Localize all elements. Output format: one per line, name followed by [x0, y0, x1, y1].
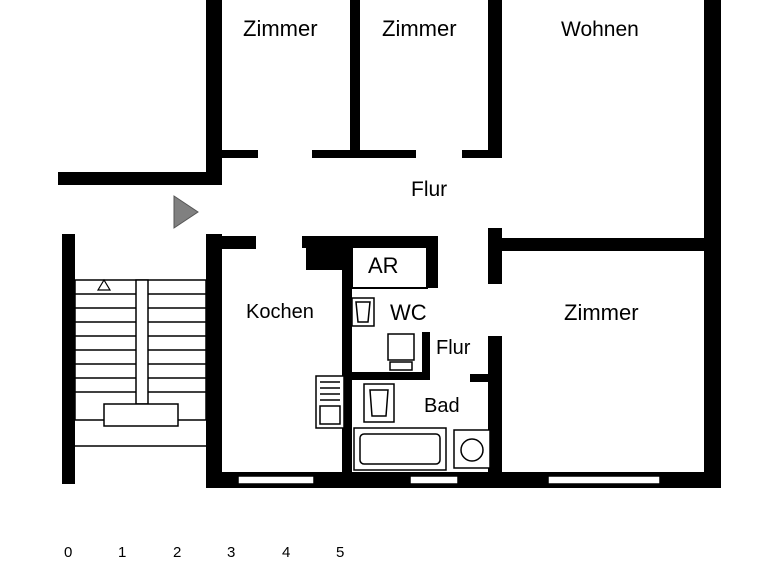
scale-label-0: 0 — [64, 544, 73, 561]
wall-entry-top — [58, 172, 222, 185]
window-zimmer — [547, 475, 661, 485]
wall-core-block — [306, 236, 346, 270]
wall-stair-left — [62, 234, 75, 484]
staircase — [74, 278, 207, 447]
wall-kochen-top — [206, 236, 256, 249]
scale-label-5: 5 — [336, 544, 345, 561]
wall-zimmer3-left-lower — [488, 336, 502, 486]
wall-zimmer1-zimmer2 — [350, 0, 360, 158]
wall-zimmer2-wohnen — [488, 0, 502, 158]
room-label-flur-small: Flur — [436, 337, 471, 359]
window-bad — [409, 475, 459, 485]
wall-zimmer3-left-upper — [488, 228, 502, 284]
room-label-kochen: Kochen — [246, 301, 314, 323]
room-label-ar: AR — [368, 253, 399, 278]
wall-ar-right — [426, 236, 438, 288]
fixtures — [315, 297, 491, 471]
windows — [237, 475, 661, 485]
walls — [58, 0, 721, 488]
wall-flur-top-2 — [312, 150, 416, 158]
wall-right-outer — [704, 0, 721, 488]
wall-core-left — [342, 236, 352, 486]
room-label-zimmer-1: Zimmer — [243, 16, 318, 41]
room-label-bad: Bad — [424, 395, 460, 417]
wall-left-upper — [206, 0, 222, 185]
wall-bad-right-stub — [470, 374, 492, 382]
wall-zimmer3-top — [488, 238, 704, 251]
wall-wc-bottom — [346, 372, 430, 380]
room-label-zimmer-2: Zimmer — [382, 16, 457, 41]
window-kochen — [237, 475, 315, 485]
room-label-wohnen: Wohnen — [561, 18, 639, 41]
room-label-zimmer-3: Zimmer — [564, 300, 639, 325]
wall-wc-right — [422, 332, 430, 380]
wall-flur-top-1 — [222, 150, 258, 158]
scale-label-3: 3 — [227, 544, 236, 561]
scale-label-2: 2 — [173, 544, 182, 561]
toilet — [387, 333, 415, 361]
wall-left-kochen — [206, 234, 222, 488]
entry-arrow-icon — [173, 195, 199, 229]
wall-flur-top-3 — [462, 150, 502, 158]
room-label-wc: WC — [390, 300, 427, 325]
scale-label-4: 4 — [282, 544, 291, 561]
partition-lines — [351, 248, 428, 289]
scale-label-1: 1 — [118, 544, 127, 561]
room-label-flur: Flur — [411, 178, 448, 201]
